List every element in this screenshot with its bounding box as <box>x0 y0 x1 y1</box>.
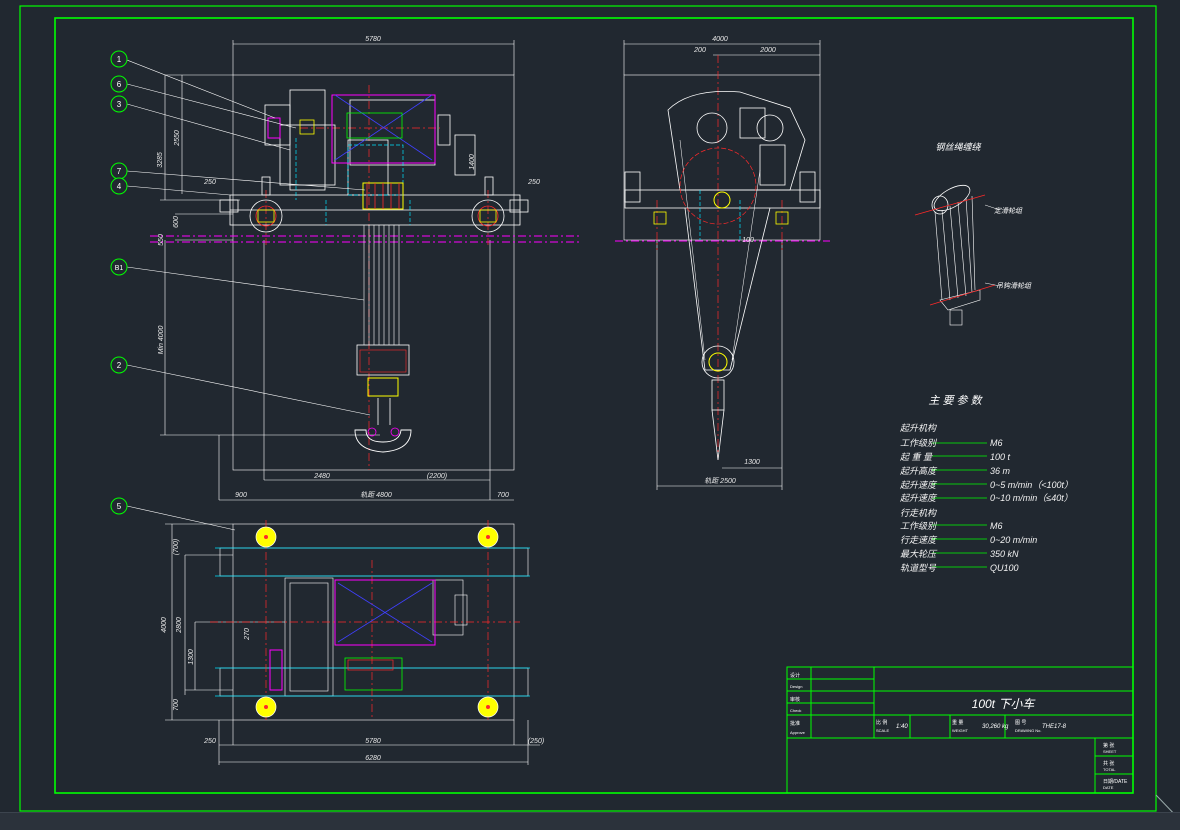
param-value-8: 0~20 m/min <box>990 535 1037 545</box>
status-bar <box>0 812 1180 830</box>
side-dim-a: 200 <box>693 47 706 54</box>
side-dim-top: 4000 <box>712 36 728 43</box>
param-value-5: 0~10 m/min（≤40t） <box>990 493 1073 503</box>
param-label-0: 起升机构 <box>900 423 937 433</box>
scale-label: 比 例 <box>876 719 887 726</box>
param-value-9: 350 kN <box>990 549 1019 559</box>
param-value-7: M6 <box>990 521 1003 531</box>
front-dim-h2: 2550 <box>174 130 181 147</box>
param-value-10: QU100 <box>990 563 1019 573</box>
plan-dim-lc: 2800 <box>176 617 183 634</box>
front-dim-off-left: 250 <box>203 179 216 186</box>
param-label-2: 起 重 量 <box>900 452 933 462</box>
drawing-no-value: THE17-8 <box>1042 724 1067 730</box>
front-dim-wheel: 600 <box>173 216 180 228</box>
title-row-sub-0: Design <box>790 684 802 689</box>
scale-sub: SCALE <box>876 728 889 733</box>
rope-title: 钢丝绳缠绕 <box>935 142 981 152</box>
param-label-1: 工作级别 <box>900 438 938 448</box>
plan-dim-la: (700) <box>173 539 180 555</box>
front-dim-off-right: 250 <box>527 179 540 186</box>
param-value-1: M6 <box>990 438 1003 448</box>
plan-dim-ld: 1300 <box>188 649 195 665</box>
param-label-4: 起升速度 <box>900 480 938 490</box>
scale-value: 1:40 <box>896 724 908 730</box>
callout-5: 5 <box>117 502 122 511</box>
param-label-8: 行走速度 <box>900 535 938 545</box>
plan-dim-bc: (250) <box>528 738 544 745</box>
title-right-label-1: 共 张 <box>1103 760 1114 767</box>
param-value-2: 100 t <box>990 452 1011 462</box>
side-view: 4000 200 2000 100 1300 轨距 2500 <box>615 36 830 490</box>
param-label-7: 工作级别 <box>900 521 938 531</box>
param-label-10: 轨道型号 <box>900 563 937 573</box>
callout-3: 3 <box>117 100 122 109</box>
side-dim-mid: 100 <box>742 237 754 244</box>
side-dim-base: 轨距 2500 <box>704 477 736 485</box>
drawing-name: 100t 下小车 <box>972 697 1037 711</box>
title-right-label-0: 第 张 <box>1103 742 1114 749</box>
front-dim-top: 5780 <box>365 36 381 43</box>
rope-label-lower: 吊钩滑轮组 <box>996 282 1032 290</box>
param-label-6: 行走机构 <box>900 508 937 518</box>
plan-dim-ba: 250 <box>203 738 216 745</box>
title-row-sub-1: Check <box>790 708 801 713</box>
title-row-sub-2: Approve <box>790 730 806 735</box>
outer-frame <box>19 5 1157 812</box>
param-label-5: 起升速度 <box>900 493 938 503</box>
param-label-9: 最大轮压 <box>900 549 938 559</box>
title-right-sub-1: TOTAL <box>1103 767 1116 772</box>
title-right-sub-2: DATE <box>1103 785 1114 790</box>
front-dim-track: 轨距 4800 <box>360 491 392 499</box>
callout-1: 1 <box>117 55 122 64</box>
plan-dim-le: 700 <box>173 699 180 711</box>
param-label-3: 起升高度 <box>900 466 938 476</box>
title-right-label-2: 日期/DATE <box>1103 779 1128 785</box>
param-value-4: 0~5 m/min（<100t） <box>990 480 1073 490</box>
rope-label-upper: 定滑轮组 <box>994 207 1023 215</box>
callout-b1: B1 <box>115 265 124 272</box>
front-dim-b-b: (2200) <box>427 473 447 480</box>
main-parameters: 主 要 参 数 起升机构 工作级别 M6 起 重 量 100 t 起升高度 36… <box>900 394 1073 573</box>
front-view: 1 6 3 7 4 B1 2 5780 3285 2550 250 250 60… <box>110 36 580 501</box>
weight-label: 重 量 <box>952 719 963 726</box>
side-dim-b: 2000 <box>759 47 776 54</box>
front-dim-b-left: 900 <box>235 492 247 499</box>
params-heading: 主 要 参 数 <box>928 394 983 407</box>
param-value-3: 36 m <box>990 466 1011 476</box>
weight-value: 30,260 kg <box>982 724 1009 730</box>
plan-dim-lb: 4000 <box>161 617 168 633</box>
title-block: 设计 审核 批准 Design Check Approve 100t 下小车 比… <box>786 666 1134 794</box>
front-dim-h1: 3285 <box>157 152 164 168</box>
plan-dim-bb: 5780 <box>365 738 381 745</box>
rope-reeving-diagram: 钢丝绳缠绕 定滑轮组 吊钩滑轮组 <box>914 142 1032 326</box>
front-dim-rail: 550 <box>158 234 165 246</box>
inner-frame <box>54 17 1134 794</box>
weight-sub: WEIGHT <box>952 728 969 733</box>
front-dim-hook: 1400 <box>469 154 476 170</box>
title-right-sub-0: SHEET <box>1103 749 1117 754</box>
side-dim-bottom: 1300 <box>744 459 760 466</box>
plan-dim-total: 6280 <box>365 755 381 762</box>
title-row-label-2: 批准 <box>790 720 800 727</box>
front-dim-lift: Min 4000 <box>158 325 165 354</box>
callout-4: 4 <box>117 182 122 191</box>
callout-7: 7 <box>117 167 122 176</box>
drawing-no-sub: DRAWING No. <box>1015 728 1042 733</box>
front-dim-b-a: 2480 <box>313 473 330 480</box>
drawing-no-label: 图 号 <box>1015 720 1026 726</box>
callout-2: 2 <box>117 361 122 370</box>
plan-view: 5 (700) 4000 2800 1300 700 270 250 5780 … <box>110 497 544 765</box>
title-row-label-0: 设计 <box>790 672 800 679</box>
front-dim-b-right: 700 <box>497 492 509 499</box>
title-row-label-1: 审核 <box>790 696 800 703</box>
plan-dim-mid: 270 <box>244 628 251 641</box>
callout-6: 6 <box>117 80 122 89</box>
